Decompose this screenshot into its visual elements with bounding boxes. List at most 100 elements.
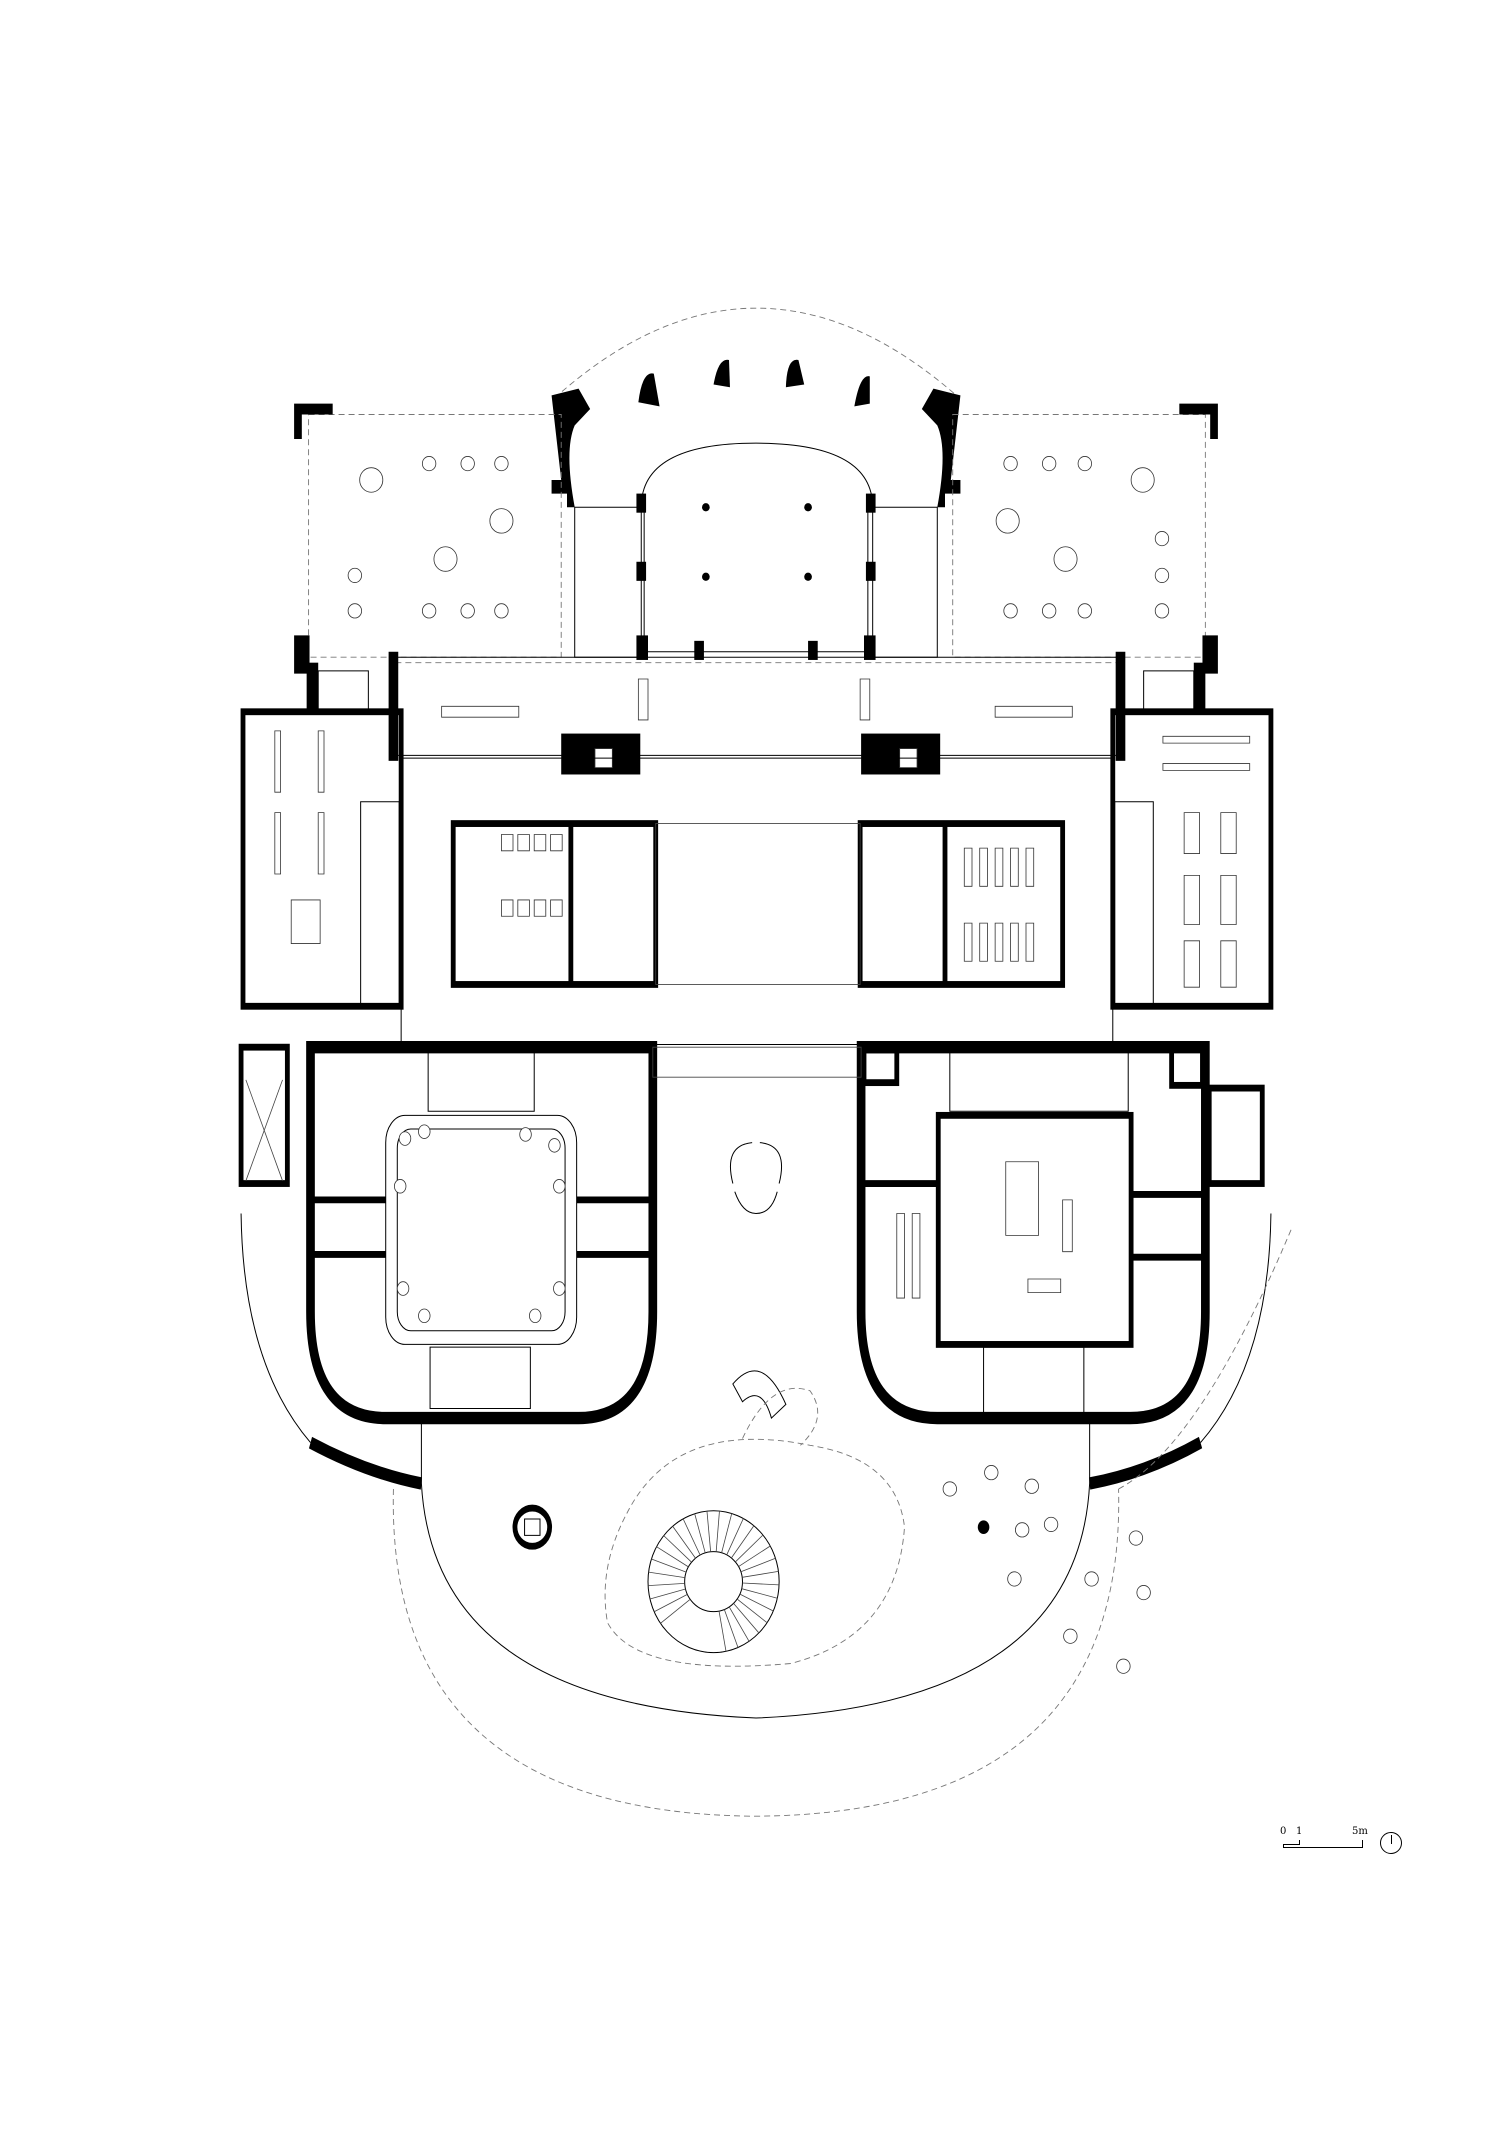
table [1044,1517,1058,1531]
exhibition-room [935,1111,1134,1348]
stair-tread [742,1583,779,1585]
toilet-stall [518,900,530,916]
plant [529,1309,541,1323]
landscape-island [605,1439,904,1666]
table [1054,547,1077,572]
plant [554,1282,566,1296]
table [1155,604,1169,618]
stair-tread [673,1526,696,1558]
spiral-stair-small [733,1371,786,1418]
plant [419,1125,431,1139]
toilet-stall [551,834,563,850]
table [1131,468,1154,493]
table [495,456,509,470]
table [360,468,383,493]
scale-label-1: 1 [1296,1826,1303,1837]
toilet-stall [551,900,563,916]
left-outer-arc-wall [308,1436,422,1490]
stair-tread [742,1571,778,1577]
arcade-piers [638,359,870,407]
outer-dashed-boundary [393,1489,1118,1816]
scale-label-5m: 5m [1352,1826,1368,1837]
cafe-tables [348,456,1169,1673]
toilet-stall [534,834,546,850]
stair-tread [719,1611,726,1651]
glazed-front [421,1418,1089,1718]
table [1085,1572,1099,1586]
stair-tread [731,1526,754,1558]
stair-tread [739,1546,771,1567]
table [1064,1629,1078,1643]
stair-tread [740,1594,773,1611]
seat-row [995,848,1003,886]
stair-tread [716,1511,719,1552]
stair-tread [651,1559,686,1572]
plant [520,1128,532,1142]
stair-tread [683,1519,700,1555]
plant [554,1179,566,1193]
table [1129,1531,1143,1545]
seat-row [1011,848,1019,886]
stair-tread [727,1519,744,1555]
table [1117,1659,1131,1673]
stair-tread [664,1536,692,1563]
stair-tread [657,1547,689,1567]
scale-bar: 0 1 5m [1280,1826,1420,1860]
table [1042,604,1056,618]
toilet-stall [501,900,513,916]
stair-tread [724,1610,738,1648]
seat-row [980,848,988,886]
stair-tread [737,1599,767,1623]
stair-tread [722,1514,732,1553]
plant [394,1179,406,1193]
table [943,1482,957,1496]
seat-row [980,923,988,961]
stair-tread [735,1535,763,1562]
plant [397,1282,409,1296]
hall-columns [636,493,876,660]
table [490,509,513,534]
stair-left [318,671,368,709]
toilet-stall [518,834,530,850]
table [434,547,457,572]
table [996,509,1019,534]
stair-tread [649,1572,685,1577]
seat-row [995,923,1003,961]
lower-left-block [306,1041,658,1425]
table [1004,456,1018,470]
table [1155,568,1169,582]
spiral-stair [648,1511,779,1653]
stair-tread [741,1558,776,1572]
courtyard-plants [394,1125,565,1323]
table [1004,604,1018,618]
table [1025,1479,1039,1493]
lower-right-block [856,1041,1210,1425]
right-curved-wing-wall [921,388,961,508]
round-bench [730,1143,781,1214]
left-terrace [309,415,562,658]
table [1008,1572,1022,1586]
left-shaft [238,1043,290,1187]
main-hall [401,758,1113,1044]
table [1078,456,1092,470]
table [1015,1523,1028,1537]
column-ring [512,1504,553,1550]
table [1042,456,1056,470]
toilet-stalls [501,834,562,916]
stair-tread [654,1594,687,1611]
table [495,604,509,618]
stair-tread [695,1514,706,1553]
table [348,568,362,582]
canopy-outline [554,308,959,398]
table [1155,531,1169,545]
toilet-stall [534,900,546,916]
north-arrow-icon [1380,1832,1402,1854]
left-curved-wing-wall [551,388,591,508]
stair-tread [742,1589,778,1599]
seat-row [1026,848,1034,886]
table [461,604,475,618]
stair-tread [650,1589,686,1599]
right-outer-arc-wall [1089,1436,1203,1490]
